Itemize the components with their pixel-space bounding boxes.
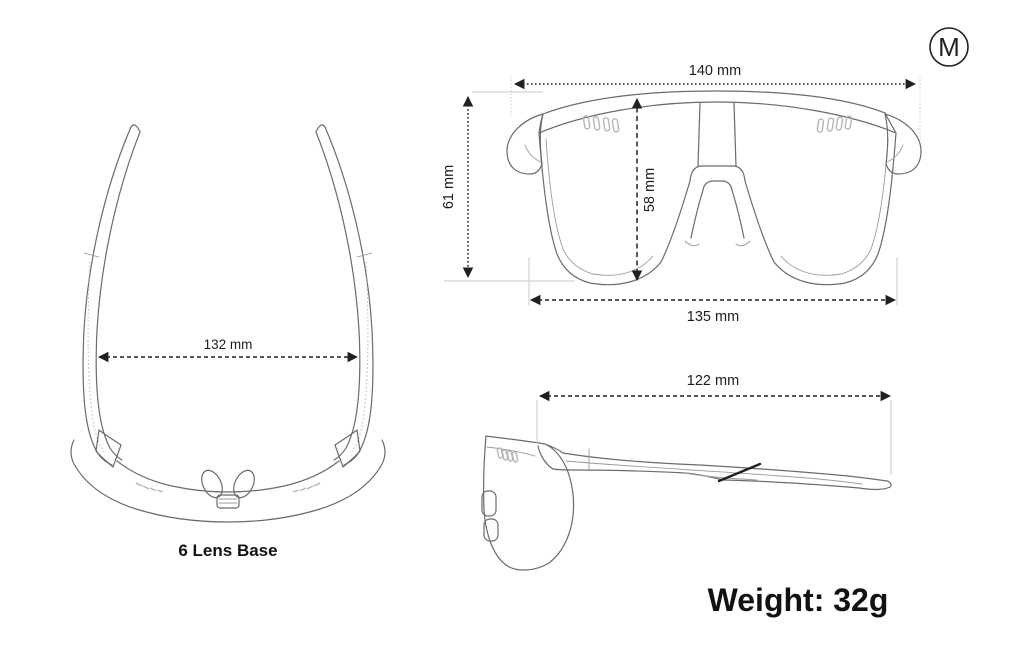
side-frame-back-edge (537, 445, 554, 470)
nose-pads-top (201, 469, 255, 509)
top-view-drawing (70, 124, 386, 523)
dim-lens-width: 135 mm (529, 294, 897, 325)
side-lens (483, 435, 575, 571)
side-lens-inner-edge (486, 446, 536, 457)
side-vents (496, 447, 519, 463)
side-nose-tab-lower (483, 518, 499, 542)
side-temple-midline (565, 460, 863, 485)
dim-frame-width-label: 140 mm (689, 63, 741, 79)
center-bridge-column (697, 102, 737, 167)
left-lug-crease (524, 144, 542, 163)
frame-front-outer (70, 439, 386, 523)
nose-pads-front (690, 180, 745, 239)
band-vents-right (292, 482, 321, 493)
frame-front-inner (116, 460, 340, 493)
left-hinge (95, 429, 122, 468)
right-nose-pad (233, 469, 255, 499)
front-vents-right (816, 115, 853, 133)
side-view-drawing (481, 435, 892, 571)
dim-temple-length-label: 122 mm (687, 373, 739, 389)
right-lug-crease (886, 144, 904, 163)
brow-bar (542, 90, 886, 115)
left-temple-inner (95, 131, 141, 461)
dim-frame-height-label: 61 mm (441, 165, 457, 209)
shield-lens (538, 101, 897, 286)
side-temple (544, 443, 892, 490)
side-hinge-slash (717, 462, 762, 483)
left-lug (506, 113, 544, 175)
left-temple-seam (83, 252, 100, 258)
left-nose-pad (201, 469, 223, 499)
right-temple-outline (324, 126, 374, 466)
front-vents-left (582, 115, 620, 133)
right-temple-tip (315, 124, 326, 133)
lens-base-caption: 6 Lens Base (178, 541, 277, 560)
dim-temple-spread-label: 132 mm (204, 337, 253, 352)
front-view-drawing (506, 90, 922, 286)
weight-label: Weight: 32g (708, 582, 889, 618)
nose-bridge-clip (216, 494, 240, 509)
left-temple-outline (82, 126, 132, 466)
side-extension-lines (536, 400, 892, 475)
dim-lens-width-label: 135 mm (687, 309, 739, 325)
right-temple-inner (315, 131, 361, 461)
dim-lens-height: 58 mm (631, 97, 658, 282)
band-vents-left (135, 482, 164, 493)
dim-temple-spread: 132 mm (97, 337, 359, 363)
dim-lens-height-label: 58 mm (642, 168, 658, 212)
side-temple-detail (684, 472, 758, 481)
left-temple-tip (130, 124, 141, 133)
dim-temple-length: 122 mm (538, 373, 892, 402)
size-badge-circle (929, 27, 969, 67)
right-hinge (334, 429, 361, 468)
size-badge-label: M (938, 32, 960, 62)
nose-clip-ridges (218, 498, 238, 504)
dim-frame-width: 140 mm (513, 63, 917, 90)
side-nose-tab-upper (481, 490, 497, 517)
right-temple-seam (356, 252, 373, 258)
dim-frame-height: 61 mm (441, 95, 474, 279)
inner-lens-left (545, 138, 654, 276)
inner-lens-right (780, 138, 889, 276)
size-badge: M (929, 27, 969, 67)
right-lug (884, 113, 922, 175)
nose-pad-ends (684, 240, 751, 247)
front-extension-lines (444, 76, 921, 305)
